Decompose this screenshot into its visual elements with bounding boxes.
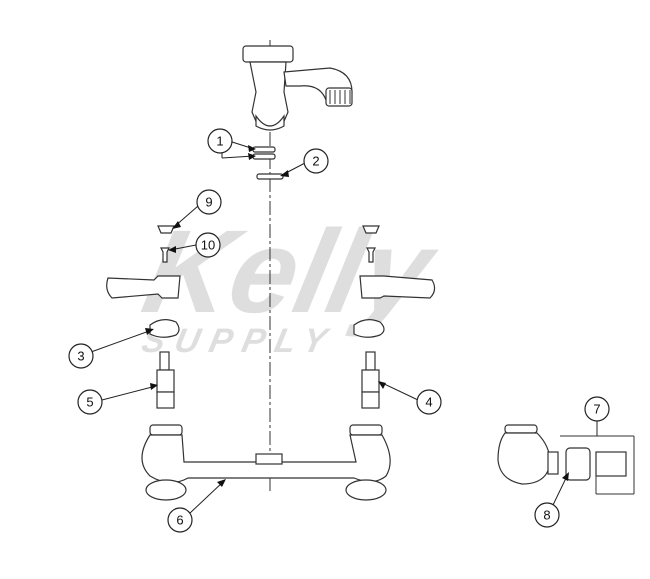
spout-inlet (255, 453, 283, 465)
detail-top (504, 424, 538, 434)
cartridge-right-base (361, 391, 380, 409)
callout-label: 10 (201, 238, 215, 253)
detail-body (497, 432, 551, 485)
index-button-left (157, 225, 175, 234)
callout-4: 4 (378, 381, 442, 415)
inlet-right (345, 479, 387, 501)
callout-label: 4 (425, 395, 432, 410)
callout-label: 5 (86, 395, 93, 410)
escutcheon-right (353, 319, 385, 338)
spout-assembly (242, 45, 353, 131)
screw-left (160, 247, 170, 263)
body-left-top (149, 424, 183, 436)
callout-8: 8 (534, 472, 569, 528)
spout-cap (242, 45, 294, 63)
left-handle-group (106, 225, 181, 409)
side-detail (497, 424, 635, 495)
callout-1: 1 (207, 128, 256, 160)
lever-handle-right (359, 275, 436, 299)
lever-handle-left (106, 275, 181, 299)
stem-left (159, 351, 170, 371)
watermark: Kelly SUPPLY (133, 206, 449, 360)
detail-thread (547, 451, 559, 475)
cartridge-right (361, 369, 380, 393)
callout-label: 7 (593, 402, 600, 417)
washer-2 (256, 173, 284, 180)
callout-10: 10 (168, 232, 221, 258)
callouts: 1 2 9 10 3 (68, 128, 610, 533)
escutcheon-left (149, 319, 180, 338)
body-casting (141, 434, 391, 484)
body-right-top (349, 424, 383, 436)
washers (252, 146, 284, 180)
callout-label: 1 (216, 134, 223, 149)
washer-1a (252, 146, 276, 153)
inlet-left (145, 479, 187, 501)
detail-nut (565, 447, 591, 481)
stem-right (365, 351, 376, 371)
callout-5: 5 (77, 383, 158, 415)
spout-nut (255, 114, 285, 131)
detail-bracket (595, 451, 627, 477)
callout-label: 9 (205, 195, 212, 210)
cartridge-left (156, 369, 175, 393)
index-button-right (362, 225, 380, 234)
right-handle-group (353, 225, 436, 409)
faucet-body (141, 424, 391, 501)
cartridge-left-base (156, 391, 175, 409)
callout-6: 6 (167, 479, 226, 533)
callout-7: 7 (584, 396, 610, 436)
washer-1b (252, 153, 276, 160)
callout-label: 3 (77, 349, 84, 364)
callout-label: 6 (176, 513, 183, 528)
callout-label: 2 (312, 154, 319, 169)
callout-2: 2 (280, 148, 329, 177)
callout-label: 8 (543, 508, 550, 523)
watermark-brand: Kelly (133, 206, 449, 338)
callout-3: 3 (68, 328, 154, 369)
screw-right (366, 247, 376, 263)
callout-9: 9 (172, 189, 222, 229)
